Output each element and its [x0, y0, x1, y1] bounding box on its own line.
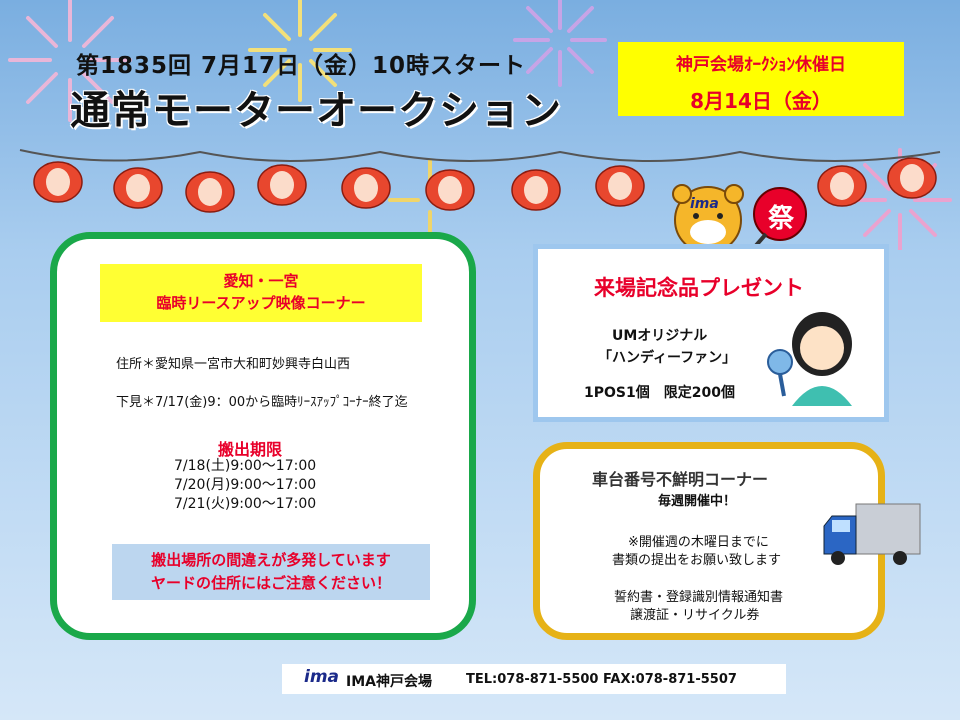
vin-panel-documents: 誓約書・登録識別情報通知書	[614, 590, 784, 605]
gift-title: 来場記念品プレゼント	[594, 276, 804, 300]
vin-panel-subtitle: 毎週開催中！	[658, 494, 737, 509]
closed-day-date: 8月14日（金）	[690, 89, 832, 113]
auction-date-line: 第1835回 7月17日（金）10時スタート	[76, 53, 527, 79]
deadline-list: 7/18(土)9:00～17:00 7/20(月)9:00～17:00 7/21…	[174, 457, 316, 514]
girl-with-fan-icon	[767, 312, 852, 406]
lease-up-heading: 愛知・一宮 臨時リースアップ映像コーナー	[100, 264, 422, 322]
vin-panel-title: 車台番号不鮮明コーナー	[592, 470, 769, 489]
festival-fan-label: 祭	[768, 204, 795, 234]
vin-panel-note: ※開催週の木曜日までに	[628, 535, 769, 550]
deadline-item: 7/21(火)9:00～17:00	[174, 496, 317, 512]
gift-item-brand: UMオリジナル	[612, 328, 708, 344]
deadline-item: 7/18(土)9:00～17:00	[174, 458, 317, 474]
vin-panel-note: 書類の提出をお願い致します	[612, 553, 782, 568]
location-warning: 搬出場所の間違えが多発しています ヤードの住所にはご注意ください！	[112, 544, 430, 600]
footer-contact: TEL:078-871-5500 FAX:078-871-5507	[466, 672, 737, 687]
lease-up-heading-location: 愛知・一宮	[223, 272, 299, 290]
tiger-mascot-icon	[672, 184, 807, 254]
address-text: 住所＊愛知県一宮市大和町妙興寺白山西	[116, 357, 351, 372]
preview-schedule-text: 下見＊7/17(金)9：00から臨時ﾘｰｽｱｯﾌﾟｺｰﾅｰ終了迄	[116, 395, 408, 410]
footer-bar	[282, 664, 786, 694]
gift-limit: 1POS1個 限定200個	[584, 385, 735, 401]
footer-venue: IMA神戸会場	[346, 674, 432, 690]
page-title: 通常モーターオークション	[70, 88, 562, 134]
warning-line: ヤードの住所にはご注意ください！	[150, 574, 391, 592]
vin-panel-documents: 譲渡証・リサイクル券	[630, 608, 760, 623]
lantern-string-decoration	[19, 149, 941, 213]
lease-up-heading-title: 臨時リースアップ映像コーナー	[156, 294, 366, 312]
warning-line: 搬出場所の間違えが多発しています	[151, 551, 391, 569]
truck-icon	[823, 503, 921, 565]
gift-item-name: 「ハンディーファン」	[598, 350, 737, 366]
closed-day-notice: 神戸会場ｵｰｸｼｮﾝ休催日 8月14日（金）	[618, 42, 904, 116]
mascot-logo: ima	[690, 196, 719, 212]
deadline-label: 搬出期限	[218, 440, 283, 459]
closed-day-label: 神戸会場ｵｰｸｼｮﾝ休催日	[676, 55, 846, 75]
ima-logo: ima	[304, 667, 340, 687]
deadline-item: 7/20(月)9:00～17:00	[174, 477, 317, 493]
